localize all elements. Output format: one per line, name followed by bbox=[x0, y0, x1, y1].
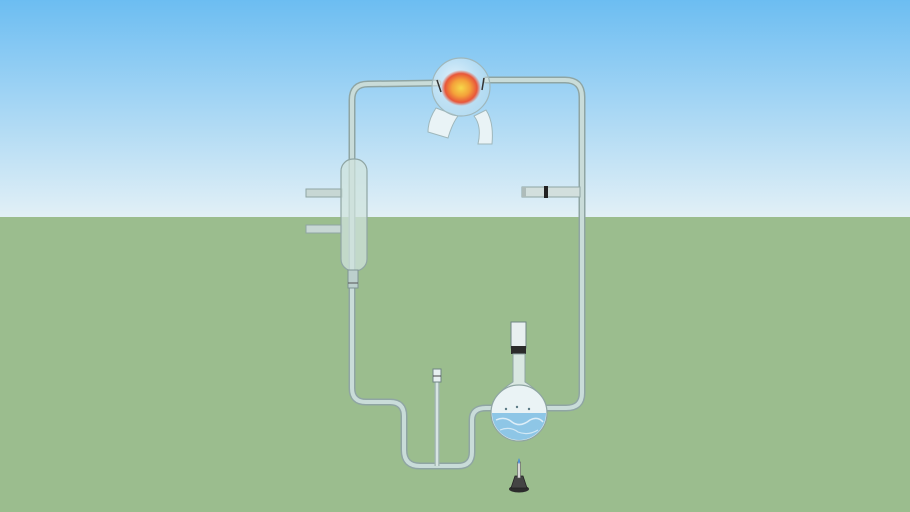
condenser-water-outlet bbox=[305, 224, 343, 234]
condenser-water-inlet bbox=[305, 188, 343, 198]
spark-flask-arm bbox=[473, 109, 493, 145]
spark-flask-neck bbox=[427, 107, 459, 139]
electrode-right bbox=[481, 77, 485, 91]
condenser bbox=[305, 158, 368, 289]
electrode-left bbox=[436, 79, 442, 93]
bunsen-burner bbox=[509, 458, 529, 493]
stopcock-barrel bbox=[521, 186, 581, 198]
condenser-jacket bbox=[340, 158, 368, 272]
sampling-tube bbox=[432, 368, 442, 466]
flask-stopper bbox=[510, 321, 527, 349]
spark-discharge-chamber bbox=[427, 57, 493, 145]
boiling-flask bbox=[490, 321, 548, 442]
condenser-joint bbox=[347, 269, 359, 289]
burner-icon bbox=[517, 461, 521, 479]
spark-icon bbox=[441, 70, 481, 106]
glass-tube-loop bbox=[348, 76, 586, 470]
valve-icon bbox=[544, 186, 548, 198]
stopcock bbox=[521, 186, 581, 198]
flame-icon bbox=[518, 458, 520, 464]
